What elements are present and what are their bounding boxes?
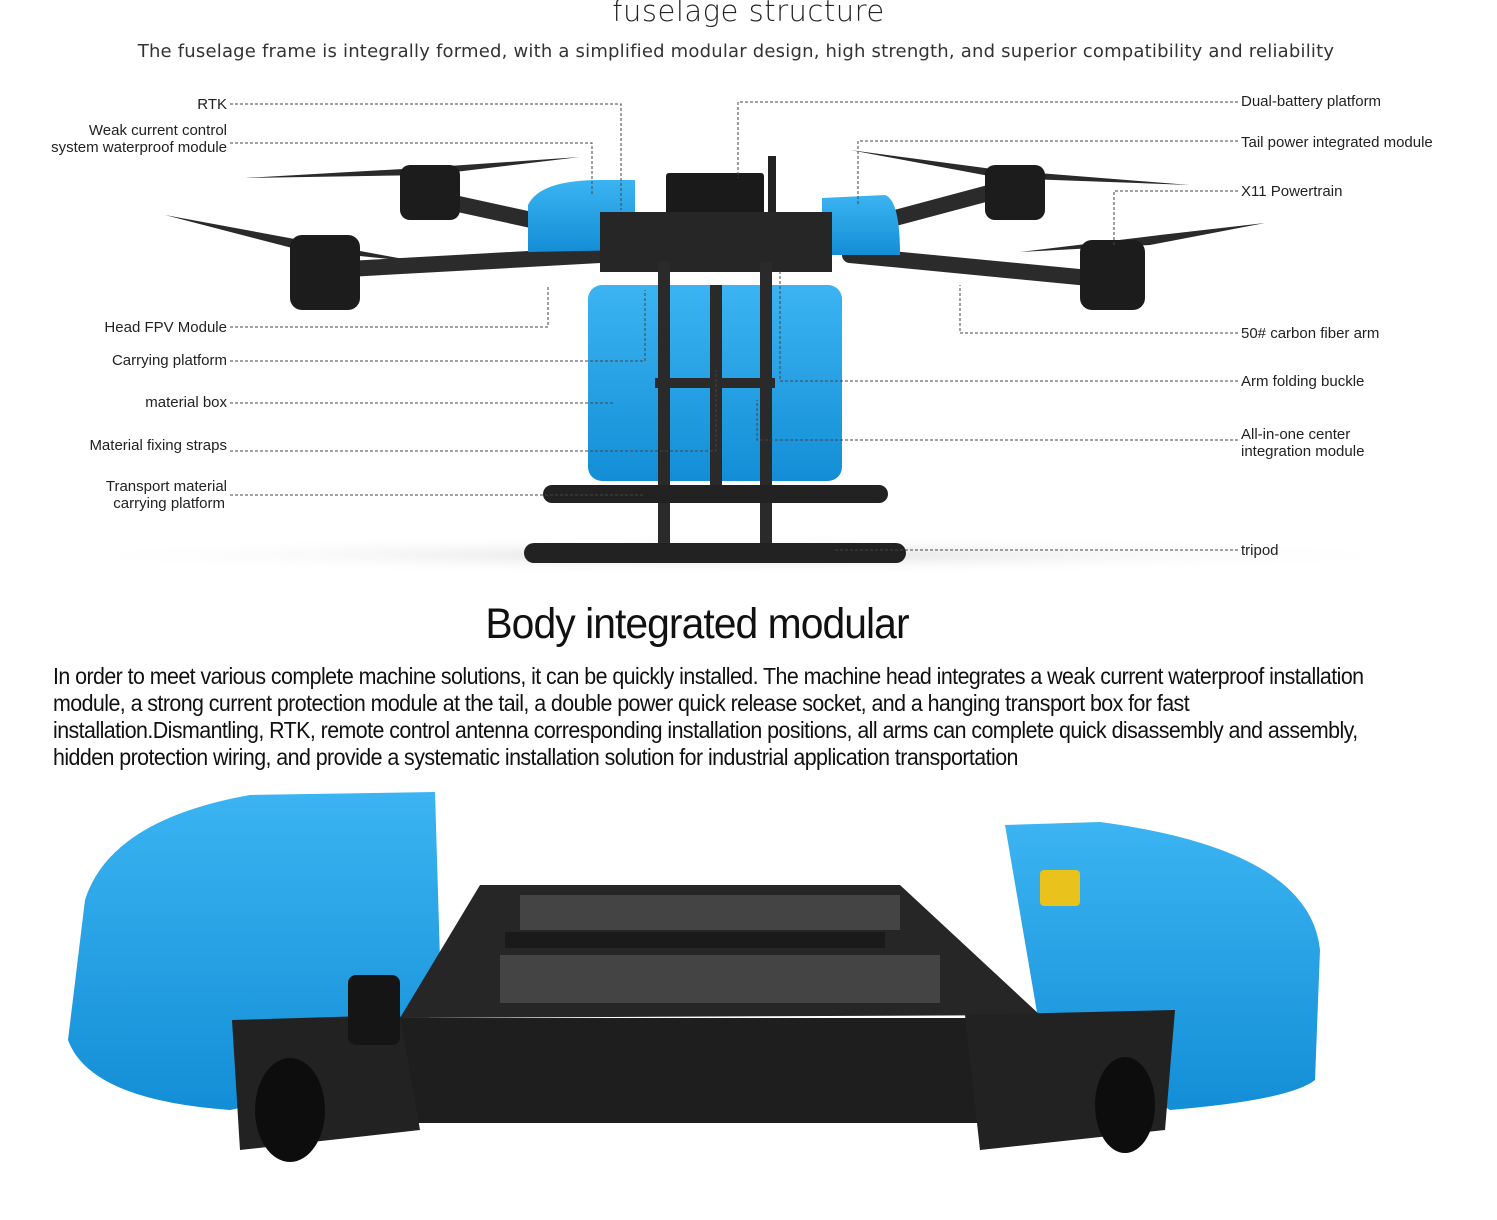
- x11-powertrain-motors: [290, 165, 1145, 310]
- label-tripod: tripod: [1241, 542, 1279, 559]
- label-carbon-arm: 50# carbon fiber arm: [1241, 325, 1380, 342]
- label-arm-buckle: Arm folding buckle: [1241, 373, 1365, 390]
- leader-lines: [230, 101, 1238, 551]
- label-transport-line2: carrying platform: [113, 495, 225, 512]
- label-rtk: RTK: [197, 96, 227, 113]
- label-transport-line1: Transport material: [105, 478, 227, 495]
- body-module-illustration: [68, 792, 1320, 1162]
- label-material-box: material box: [145, 394, 227, 411]
- power-socket-icon: [1095, 1057, 1155, 1153]
- center-integration-module: [600, 212, 832, 272]
- tail-power-module: [822, 195, 900, 255]
- label-center-line1: All-in-one center: [1241, 426, 1351, 443]
- vent-grille: [500, 955, 940, 1003]
- label-weak-current-line2: system waterproof module: [51, 139, 227, 156]
- section-subtitle: The fuselage frame is integrally formed,…: [137, 41, 1335, 62]
- tripod: [524, 543, 906, 563]
- label-powertrain: X11 Powertrain: [1241, 183, 1343, 200]
- power-socket-icon: [255, 1058, 325, 1162]
- section-title: fuselage structure: [612, 0, 885, 28]
- antenna-socket: [348, 975, 400, 1045]
- label-dual-battery: Dual-battery platform: [1241, 93, 1382, 110]
- section2-title: Body integrated modular: [485, 600, 909, 648]
- label-weak-current-line1: Weak current control: [88, 122, 227, 139]
- label-carrying-platform: Carrying platform: [111, 352, 227, 369]
- transport-carrying-platform: [543, 485, 888, 503]
- label-center-line2: integration module: [1241, 443, 1365, 460]
- connector-icon: [1040, 870, 1080, 906]
- vent-grille: [520, 895, 900, 930]
- body-side-panel: [380, 1018, 1020, 1123]
- label-head-fpv: Head FPV Module: [104, 319, 227, 336]
- section2-paragraph: In order to meet various complete machin…: [53, 663, 1364, 770]
- label-tail-power: Tail power integrated module: [1241, 134, 1433, 151]
- label-fixing-straps: Material fixing straps: [89, 437, 227, 454]
